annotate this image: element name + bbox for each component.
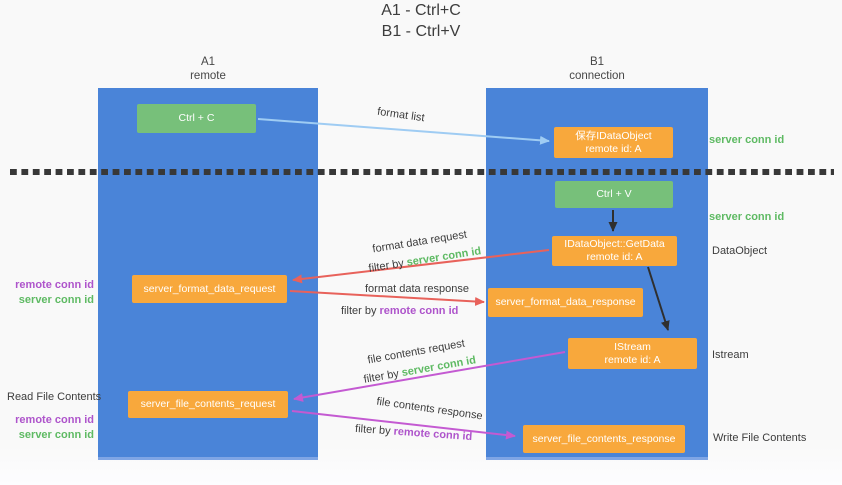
label-istream: Istream — [712, 349, 749, 361]
node-file-request-label: server_file_contents_request — [140, 398, 276, 410]
node-istream-line1: IStream — [614, 340, 651, 353]
column-header-a1: A1 remote — [98, 55, 318, 83]
filter-remote-conn-id-1: remote conn id — [379, 305, 459, 317]
label-dataobject: DataObject — [712, 245, 768, 257]
arrow-format-list — [257, 118, 550, 145]
label-write-file-contents: Write File Contents — [713, 432, 807, 444]
label-remote-conn-id-1: remote conn id — [15, 279, 94, 291]
node-getdata-line2: remote id: A — [586, 251, 643, 263]
node-ctrl-v: Ctrl + V — [555, 181, 673, 208]
diagram-title: A1 - Ctrl+C B1 - Ctrl+V — [0, 0, 842, 42]
column-header-b1: B1 connection — [486, 55, 708, 83]
label-remote-conn-id-2: remote conn id — [15, 414, 94, 426]
node-format-request-label: server_format_data_request — [143, 282, 276, 295]
column-b1-name: B1 — [589, 56, 605, 68]
arrow-format-data-request — [292, 249, 550, 284]
title-line-1: A1 - Ctrl+C — [381, 2, 461, 19]
node-server-format-data-response: server_format_data_response — [488, 288, 643, 317]
label-server-conn-id-top: server conn id — [709, 134, 785, 146]
node-save-idataobject-line1: 保存IDataObject — [575, 129, 652, 142]
node-getdata-line1: IDataObject::GetData — [564, 238, 665, 250]
label-read-file-contents: Read File Contents — [7, 391, 102, 403]
node-istream-line2: remote id: A — [604, 353, 661, 366]
label-server-conn-id-2: server conn id — [18, 429, 94, 441]
arrow-getdata-to-istream — [647, 266, 670, 331]
column-a1-name: A1 — [200, 56, 216, 68]
node-server-file-contents-request: server_file_contents_request — [128, 391, 288, 418]
node-idataobject-getdata: IDataObject::GetData remote id: A — [552, 236, 677, 266]
column-b1-subtitle: connection — [569, 70, 625, 82]
arrow-file-contents-request — [293, 351, 566, 402]
arrow-label-format-data-response: format data response — [365, 283, 469, 295]
node-format-response-label: server_format_data_response — [495, 296, 636, 308]
label-conn-ids-format: remote conn id server conn id — [10, 278, 94, 308]
filter-by-text-2: filter by — [341, 305, 380, 317]
label-server-conn-id-mid: server conn id — [709, 211, 785, 223]
label-server-conn-id-1: server conn id — [18, 294, 94, 306]
label-conn-ids-file: remote conn id server conn id — [10, 413, 94, 443]
node-save-idataobject-line2: remote id: A — [585, 142, 642, 155]
node-server-format-data-request: server_format_data_request — [132, 275, 287, 303]
node-server-file-contents-response: server_file_contents_response — [523, 425, 685, 453]
node-save-idataobject: 保存IDataObject remote id: A — [554, 127, 673, 158]
node-ctrl-v-label: Ctrl + V — [596, 188, 632, 200]
title-line-2: B1 - Ctrl+V — [381, 23, 461, 40]
arrow-format-data-response — [289, 290, 485, 306]
column-a1-subtitle: remote — [190, 70, 226, 82]
node-ctrl-c-label: Ctrl + C — [178, 112, 215, 124]
node-ctrl-c: Ctrl + C — [137, 104, 256, 133]
arrow-label-filter-remote-1: filter by remote conn id — [341, 305, 458, 317]
node-istream: IStream remote id: A — [568, 338, 697, 369]
arrow-file-contents-response — [291, 410, 516, 440]
node-file-response-label: server_file_contents_response — [532, 432, 676, 445]
